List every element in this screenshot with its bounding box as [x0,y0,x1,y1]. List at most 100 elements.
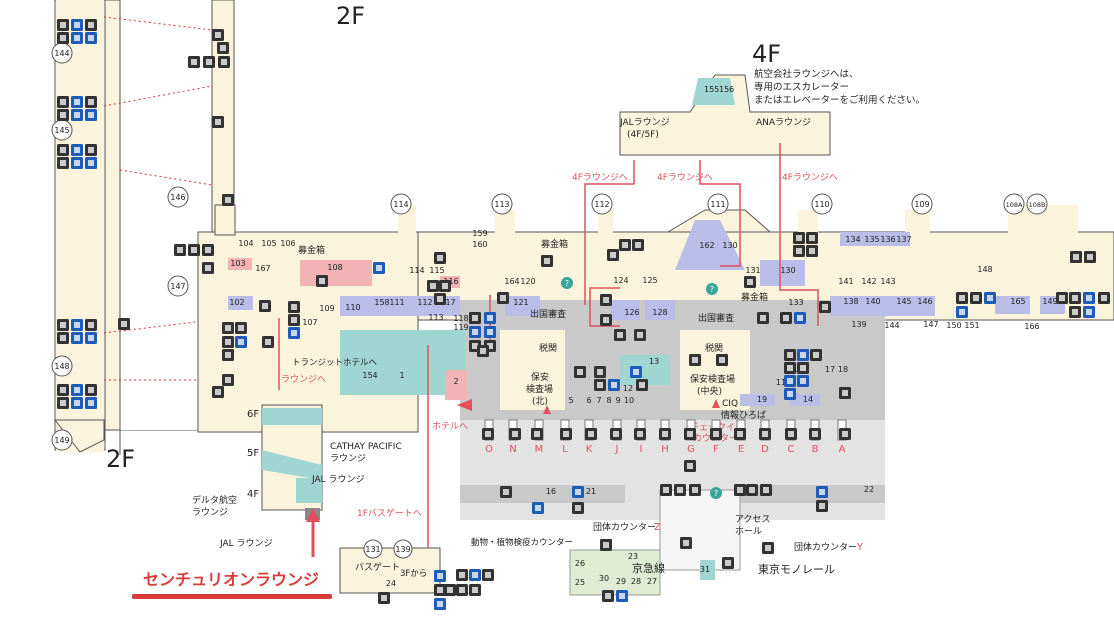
shop-number: 145 [896,297,911,306]
cathay-lounge[interactable]: CATHAY PACIFIC [330,442,402,452]
nursery-icon [71,384,83,396]
shop-number: 103 [230,259,245,268]
smoking-icon [806,245,818,257]
shop-number: 143 [880,277,895,286]
aed-icon [793,232,805,244]
gate-156: 156 [719,85,734,94]
keikyu-line[interactable]: 京急線 [632,561,665,575]
restroom-icon [760,484,772,496]
ana-lounge[interactable]: ANAラウンジ [756,117,811,128]
jal-lounge-5f[interactable]: JAL ラウンジ [311,474,365,485]
svg-text:112: 112 [594,200,609,209]
phone-icon [85,144,97,156]
elevator-icon [634,428,646,440]
counter-letter: F [713,444,719,455]
help-icon[interactable]: ? [710,487,722,499]
elevator-icon [785,428,797,440]
gate-112[interactable]: 112 [591,193,613,215]
charging-icon [469,584,481,596]
shop-number: 133 [788,298,803,307]
gate-111[interactable]: 111 [707,193,729,215]
nursery-icon [71,144,83,156]
group-counter-z: 団体カウンター [593,521,656,533]
svg-text:?: ? [565,279,569,288]
gate-147[interactable]: 147 [167,275,189,297]
restroom-icon [614,329,626,341]
shop-number: 166 [1024,322,1039,331]
svg-text:139: 139 [395,545,410,554]
gate-146[interactable]: 146 [167,186,189,208]
elevator-icon [839,428,851,440]
smoking-icon [57,32,69,44]
train-icon [680,537,692,549]
elevator-icon [316,275,328,287]
jal-lounge-4f5f-floors: (4F/5F) [627,130,659,140]
group-counter-y: 団体カウンター [794,541,857,553]
info-icon [572,486,584,498]
smoking-icon [222,349,234,361]
gate-149[interactable]: 149 [51,429,73,451]
gate-131[interactable]: 131 [363,539,383,559]
accessible-restroom-icon [71,109,83,121]
svg-text:145: 145 [54,126,69,135]
info-icon [784,388,796,400]
shop-number: 26 [575,559,585,568]
gate-110[interactable]: 110 [811,193,833,215]
gate-113[interactable]: 113 [491,193,513,215]
restroom-icon [634,329,646,341]
from-3f-label: 3Fから [400,569,427,579]
escalator-icon [839,387,851,399]
security-central: 保安検査場 [690,373,735,385]
help-icon[interactable]: ? [561,277,573,289]
customs-north: 税関 [539,342,557,354]
shop-number: 160 [472,240,487,249]
jal-lounge-4f[interactable]: JAL ラウンジ [219,538,273,549]
aed-icon [632,239,644,251]
phone-icon [784,349,796,361]
gate-145[interactable]: 145 [51,119,73,141]
gate-144[interactable]: 144 [51,42,73,64]
shop-number: 31 [700,565,710,574]
elevator-icon [659,428,671,440]
shop-number: 23 [628,552,638,561]
shop-number: 5 [568,396,573,405]
gate-114[interactable]: 114 [390,193,412,215]
shop-number: 128 [652,308,667,317]
delta-lounge[interactable]: デルタ航空 [192,494,237,506]
gate-108a[interactable]: 108A [1003,193,1025,215]
gate-139[interactable]: 139 [393,539,413,559]
gate-109[interactable]: 109 [911,193,933,215]
shop-number: 136 [880,235,895,244]
shop-number: 158 [374,298,389,307]
shop-number: 130 [722,241,737,250]
cathay-lounge-suffix: ラウンジ [330,453,366,464]
info-icon [85,157,97,169]
shop-number: 165 [1010,297,1025,306]
triangle-marker-icon [712,399,720,408]
restroom-icon [594,379,606,391]
nursery-icon [434,570,446,582]
tokyo-monorail[interactable]: 東京モノレール [758,562,835,576]
accessible-restroom-icon [71,332,83,344]
elevator-icon [222,374,234,386]
phone-icon [85,319,97,331]
accessible-restroom-icon [71,157,83,169]
gate-108b[interactable]: 108B [1026,193,1048,215]
security-north-2: 検査場 [526,383,553,395]
centurion-lounge[interactable]: センチュリオンラウンジ [143,570,319,589]
elevator-icon [759,428,771,440]
shop-number: 130 [780,266,795,275]
gate-148[interactable]: 148 [51,355,73,377]
help-icon[interactable]: ? [706,283,718,295]
jal-lounge-4f5f[interactable]: JALラウンジ [619,117,670,128]
charging-icon [434,293,446,305]
elevator-icon [806,232,818,244]
accessible-restroom-icon [616,590,628,602]
elevator-icon [500,486,512,498]
shop-number: 121 [513,298,528,307]
counter-letter: I [640,444,643,455]
restroom-icon [780,312,792,324]
aed-icon [810,349,822,361]
svg-text:146: 146 [170,193,185,202]
